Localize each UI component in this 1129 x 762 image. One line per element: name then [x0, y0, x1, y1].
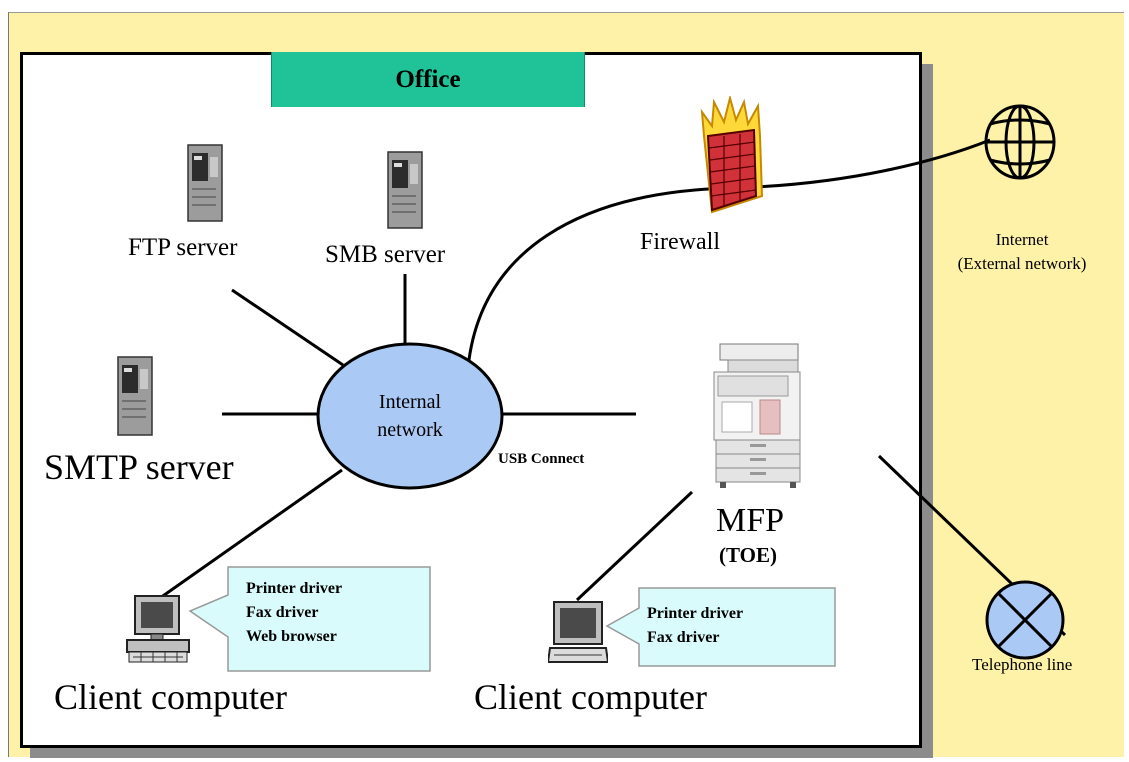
client-computer-left-icon	[126, 595, 190, 663]
internet-subtitle: (External network)	[957, 254, 1087, 273]
telephone-line-label: Telephone line	[972, 655, 1073, 674]
smb-server-label: SMB server	[325, 241, 446, 268]
client-left-software-list: Printer driver Fax driver Web browser	[246, 577, 342, 649]
globe-icon	[984, 104, 1056, 180]
internal-network-line1: Internal	[378, 391, 442, 413]
smb-server-icon	[387, 151, 423, 229]
internal-network-line2: network	[377, 419, 443, 441]
callout-item: Fax driver	[246, 604, 319, 621]
client-right-software-list: Printer driver Fax driver	[647, 602, 743, 650]
printer-icon	[713, 343, 801, 488]
smtp-server-label: SMTP server	[44, 447, 234, 487]
ftp-server-icon	[187, 144, 223, 222]
client-computer-left-label: Client computer	[54, 677, 287, 717]
callout-item: Printer driver	[647, 605, 744, 622]
link-ftp	[231, 288, 344, 367]
client-computer-right-icon	[548, 601, 608, 663]
callout-item: Fax driver	[647, 629, 720, 646]
toe-label: (TOE)	[719, 543, 777, 567]
client-right-software-callout: Printer driver Fax driver	[605, 586, 837, 668]
telephone-icon	[985, 580, 1065, 660]
link-client-right	[575, 490, 694, 602]
client-computer-right-label: Client computer	[474, 677, 707, 717]
internet-label: Internet (External network)	[930, 228, 1114, 276]
callout-item: Web browser	[246, 628, 337, 645]
internet-title: Internet	[995, 230, 1049, 249]
ftp-server-label: FTP server	[128, 234, 238, 261]
firewall-label: Firewall	[640, 229, 720, 255]
usb-connect-label: USB Connect	[498, 451, 585, 467]
internal-network-label: Internal network	[330, 388, 490, 444]
client-left-software-callout: Printer driver Fax driver Web browser	[188, 565, 432, 673]
smtp-server-icon	[117, 356, 153, 436]
link-client-left	[159, 468, 343, 600]
firewall-icon	[700, 96, 764, 214]
office-title: Office	[271, 52, 585, 107]
mfp-label: MFP	[716, 502, 785, 539]
internal-network-hub	[316, 342, 504, 490]
callout-item: Printer driver	[246, 580, 343, 597]
